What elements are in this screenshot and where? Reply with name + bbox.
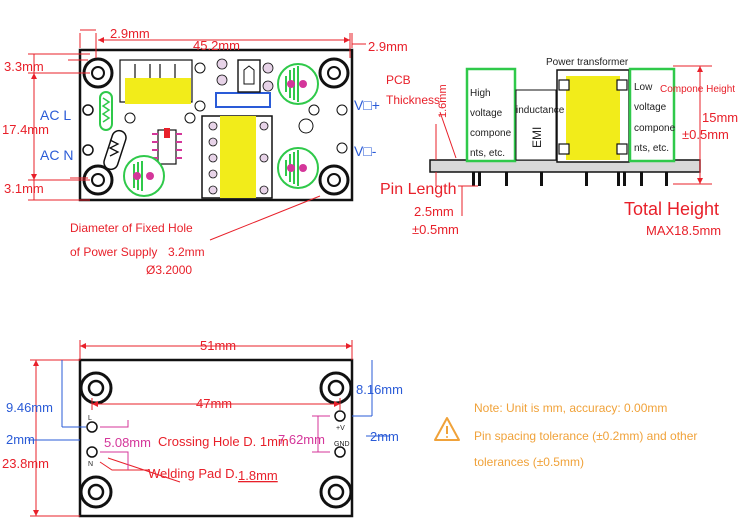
- top-dimension-lines: [28, 29, 366, 201]
- side-title-transformer: Power transformer: [546, 57, 629, 68]
- pin-label-gnd: GND: [334, 441, 350, 448]
- inductance-label: inductance: [516, 105, 565, 116]
- label-ac-n: AC N: [40, 147, 73, 163]
- hv-line-2: voltage: [470, 108, 503, 119]
- lv-line-3: compone: [634, 123, 676, 134]
- label-ac-l: AC L: [40, 107, 71, 123]
- component-height-tol: ±0.5mm: [682, 127, 729, 142]
- lv-line-2: voltage: [634, 102, 667, 113]
- top-transformer: [201, 58, 274, 199]
- welding-pad-value: 1.8mm: [238, 468, 278, 483]
- side-pins: [472, 172, 668, 186]
- dim-bottom-left-edge: 2mm: [6, 432, 35, 447]
- fixed-hole-leader: [209, 195, 321, 241]
- dim-top-right-offset: 2.9mm: [368, 39, 408, 54]
- note-line-3: tolerances (±0.5mm): [474, 455, 584, 469]
- hv-line-4: nts, etc.: [470, 148, 505, 159]
- dim-top-height: 17.4mm: [2, 122, 49, 137]
- warning-icon: [434, 417, 460, 441]
- side-dimension-lines: [435, 65, 712, 216]
- dim-bottom-width: 51mm: [200, 338, 236, 353]
- top-input-components: [82, 59, 206, 197]
- dim-top-left-offset: 2.9mm: [110, 26, 150, 41]
- fixed-hole-note-diameter: Ø3.2000: [146, 263, 192, 277]
- fixed-hole-note-line2: of Power Supply: [70, 245, 157, 259]
- pcb-thickness-value: 1.6mm: [437, 84, 449, 118]
- pin-length-label: Pin Length: [380, 181, 457, 198]
- dim-bottom-left-offset: 9.46mm: [6, 400, 53, 415]
- bottom-pcb-board: [78, 358, 354, 518]
- dim-bottom-left-pitch: 5.08mm: [104, 435, 151, 450]
- label-v-minus: V□-: [354, 143, 377, 159]
- dim-bottom-hole-offset: 3.1mm: [4, 181, 44, 196]
- hv-line-3: compone: [470, 128, 512, 139]
- dim-bottom-right-pitch: 7.62mm: [278, 432, 325, 447]
- bottom-pin-pads: [86, 410, 346, 458]
- fixed-hole-note-value: 3.2mm: [168, 245, 205, 259]
- pin-length-tol: ±0.5mm: [412, 222, 459, 237]
- lv-line-1: Low: [634, 82, 653, 93]
- side-lv-box: [628, 67, 676, 163]
- dim-bottom-pin-span: 47mm: [196, 396, 232, 411]
- dim-top-width: 45.2mm: [193, 38, 240, 53]
- lv-line-4: nts, etc.: [634, 143, 669, 154]
- label-v-plus: V□+: [354, 97, 380, 113]
- component-height-label: Compone Height: [660, 84, 735, 95]
- tolerance-note: Note: Unit is mm, accuracy: 0.00mm Pin s…: [434, 401, 697, 469]
- top-view: 2.9mm 45.2mm 2.9mm 3.3mm 17.4mm 3.1mm AC…: [2, 26, 408, 277]
- dim-top-hole-offset: 3.3mm: [4, 59, 44, 74]
- emi-label: EMI: [530, 127, 544, 148]
- dim-bottom-right-edge: 2mm: [370, 429, 399, 444]
- total-height-value: MAX18.5mm: [646, 223, 721, 238]
- side-emi-box: [515, 89, 557, 161]
- side-view: Power transformer PCB Thickness 1.6mm Hi…: [380, 57, 738, 238]
- pin-length-value: 2.5mm: [414, 204, 454, 219]
- side-hv-box: [465, 67, 517, 163]
- note-line-2: Pin spacing tolerance (±0.2mm) and other: [474, 429, 697, 443]
- pin-label-n: N: [88, 461, 93, 468]
- dim-bottom-height: 23.8mm: [2, 456, 49, 471]
- fixed-hole-note-line1: Diameter of Fixed Hole: [70, 221, 193, 235]
- hv-line-1: High: [470, 88, 491, 99]
- component-height-value: 15mm: [702, 110, 738, 125]
- top-output-components: [277, 63, 348, 189]
- pcb-label-line1: PCB: [386, 73, 411, 87]
- total-height-label: Total Height: [624, 199, 719, 219]
- note-line-1: Note: Unit is mm, accuracy: 0.00mm: [474, 401, 667, 415]
- pcb-label-line2: Thickness: [386, 93, 440, 107]
- dim-bottom-right-offset: 8.16mm: [356, 382, 403, 397]
- bottom-view: 51mm 47mm 9.46mm 8.16mm 2mm 2mm 23.8mm 5…: [2, 338, 403, 518]
- pin-label-v: +V: [336, 425, 345, 432]
- welding-pad-label: Welding Pad D.: [148, 466, 238, 481]
- pin-label-l: L: [88, 415, 92, 422]
- crossing-hole-label: Crossing Hole D. 1mm: [158, 434, 289, 449]
